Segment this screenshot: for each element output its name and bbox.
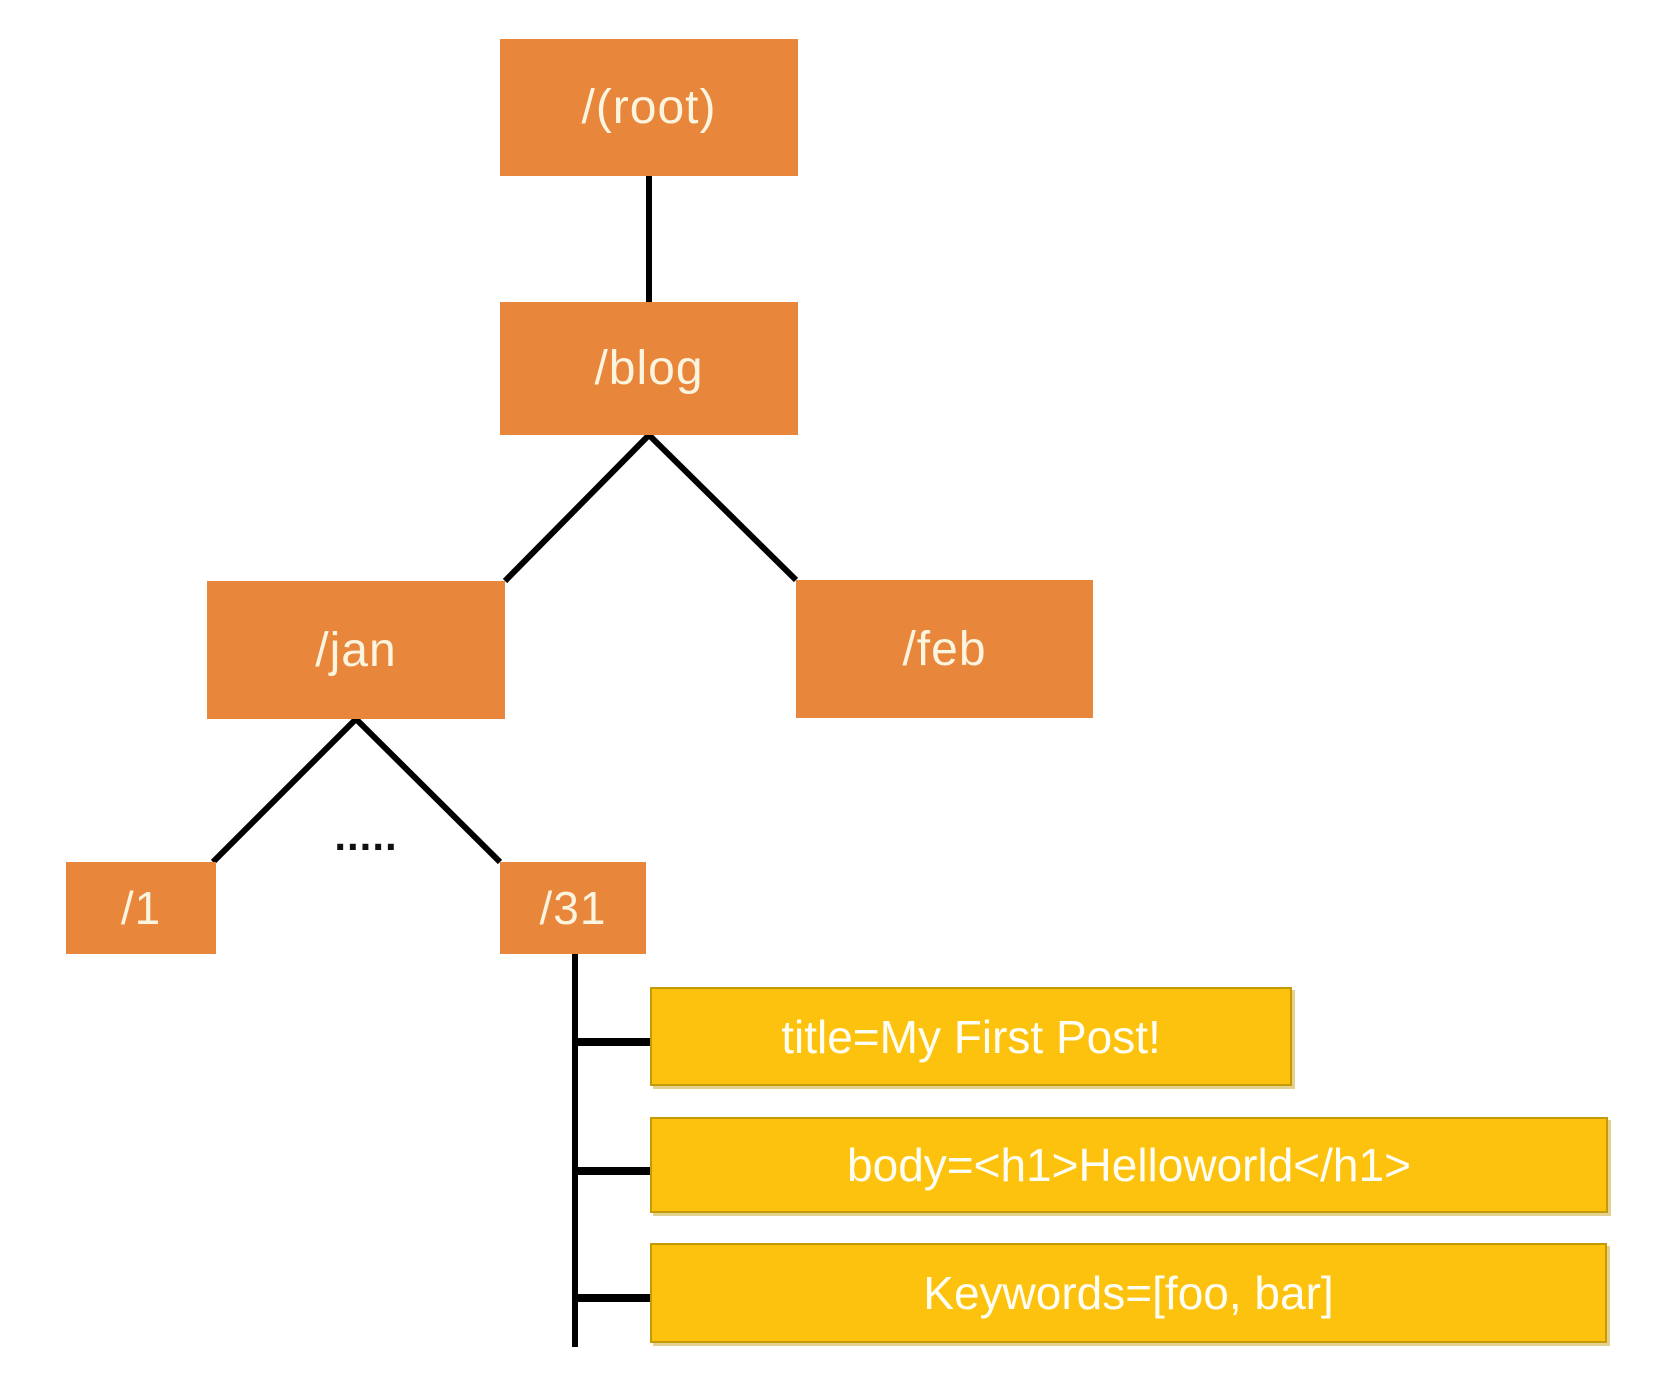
tree-node-jan: /jan [207,581,505,719]
property-body-label: body=<h1>Helloworld</h1> [847,1139,1411,1191]
edge-blog-jan [502,432,652,584]
tree-node-blog: /blog [500,302,798,435]
tree-node-jan-label: /jan [315,623,397,677]
tree-node-feb: /feb [796,580,1093,718]
property-title-label: title=My First Post! [781,1010,1161,1063]
property-box-keywords: Keywords=[foo, bar] [650,1243,1607,1343]
tree-node-day31: /31 [500,862,646,954]
tree-node-day31-label: /31 [539,882,607,934]
tree-node-blog-label: /blog [594,342,704,395]
tree-node-root: /(root) [500,39,798,176]
ellipsis-dots: ..... [334,812,398,859]
tree-node-day1: /1 [66,862,216,954]
tree-node-day1-label: /1 [120,882,162,934]
property-keywords-label: Keywords=[foo, bar] [923,1267,1334,1319]
property-box-title: title=My First Post! [650,987,1292,1086]
tree-node-root-label: /(root) [581,81,717,134]
tree-node-feb-label: /feb [902,622,987,676]
edge-blog-feb [646,432,799,583]
property-box-body: body=<h1>Helloworld</h1> [650,1117,1608,1213]
